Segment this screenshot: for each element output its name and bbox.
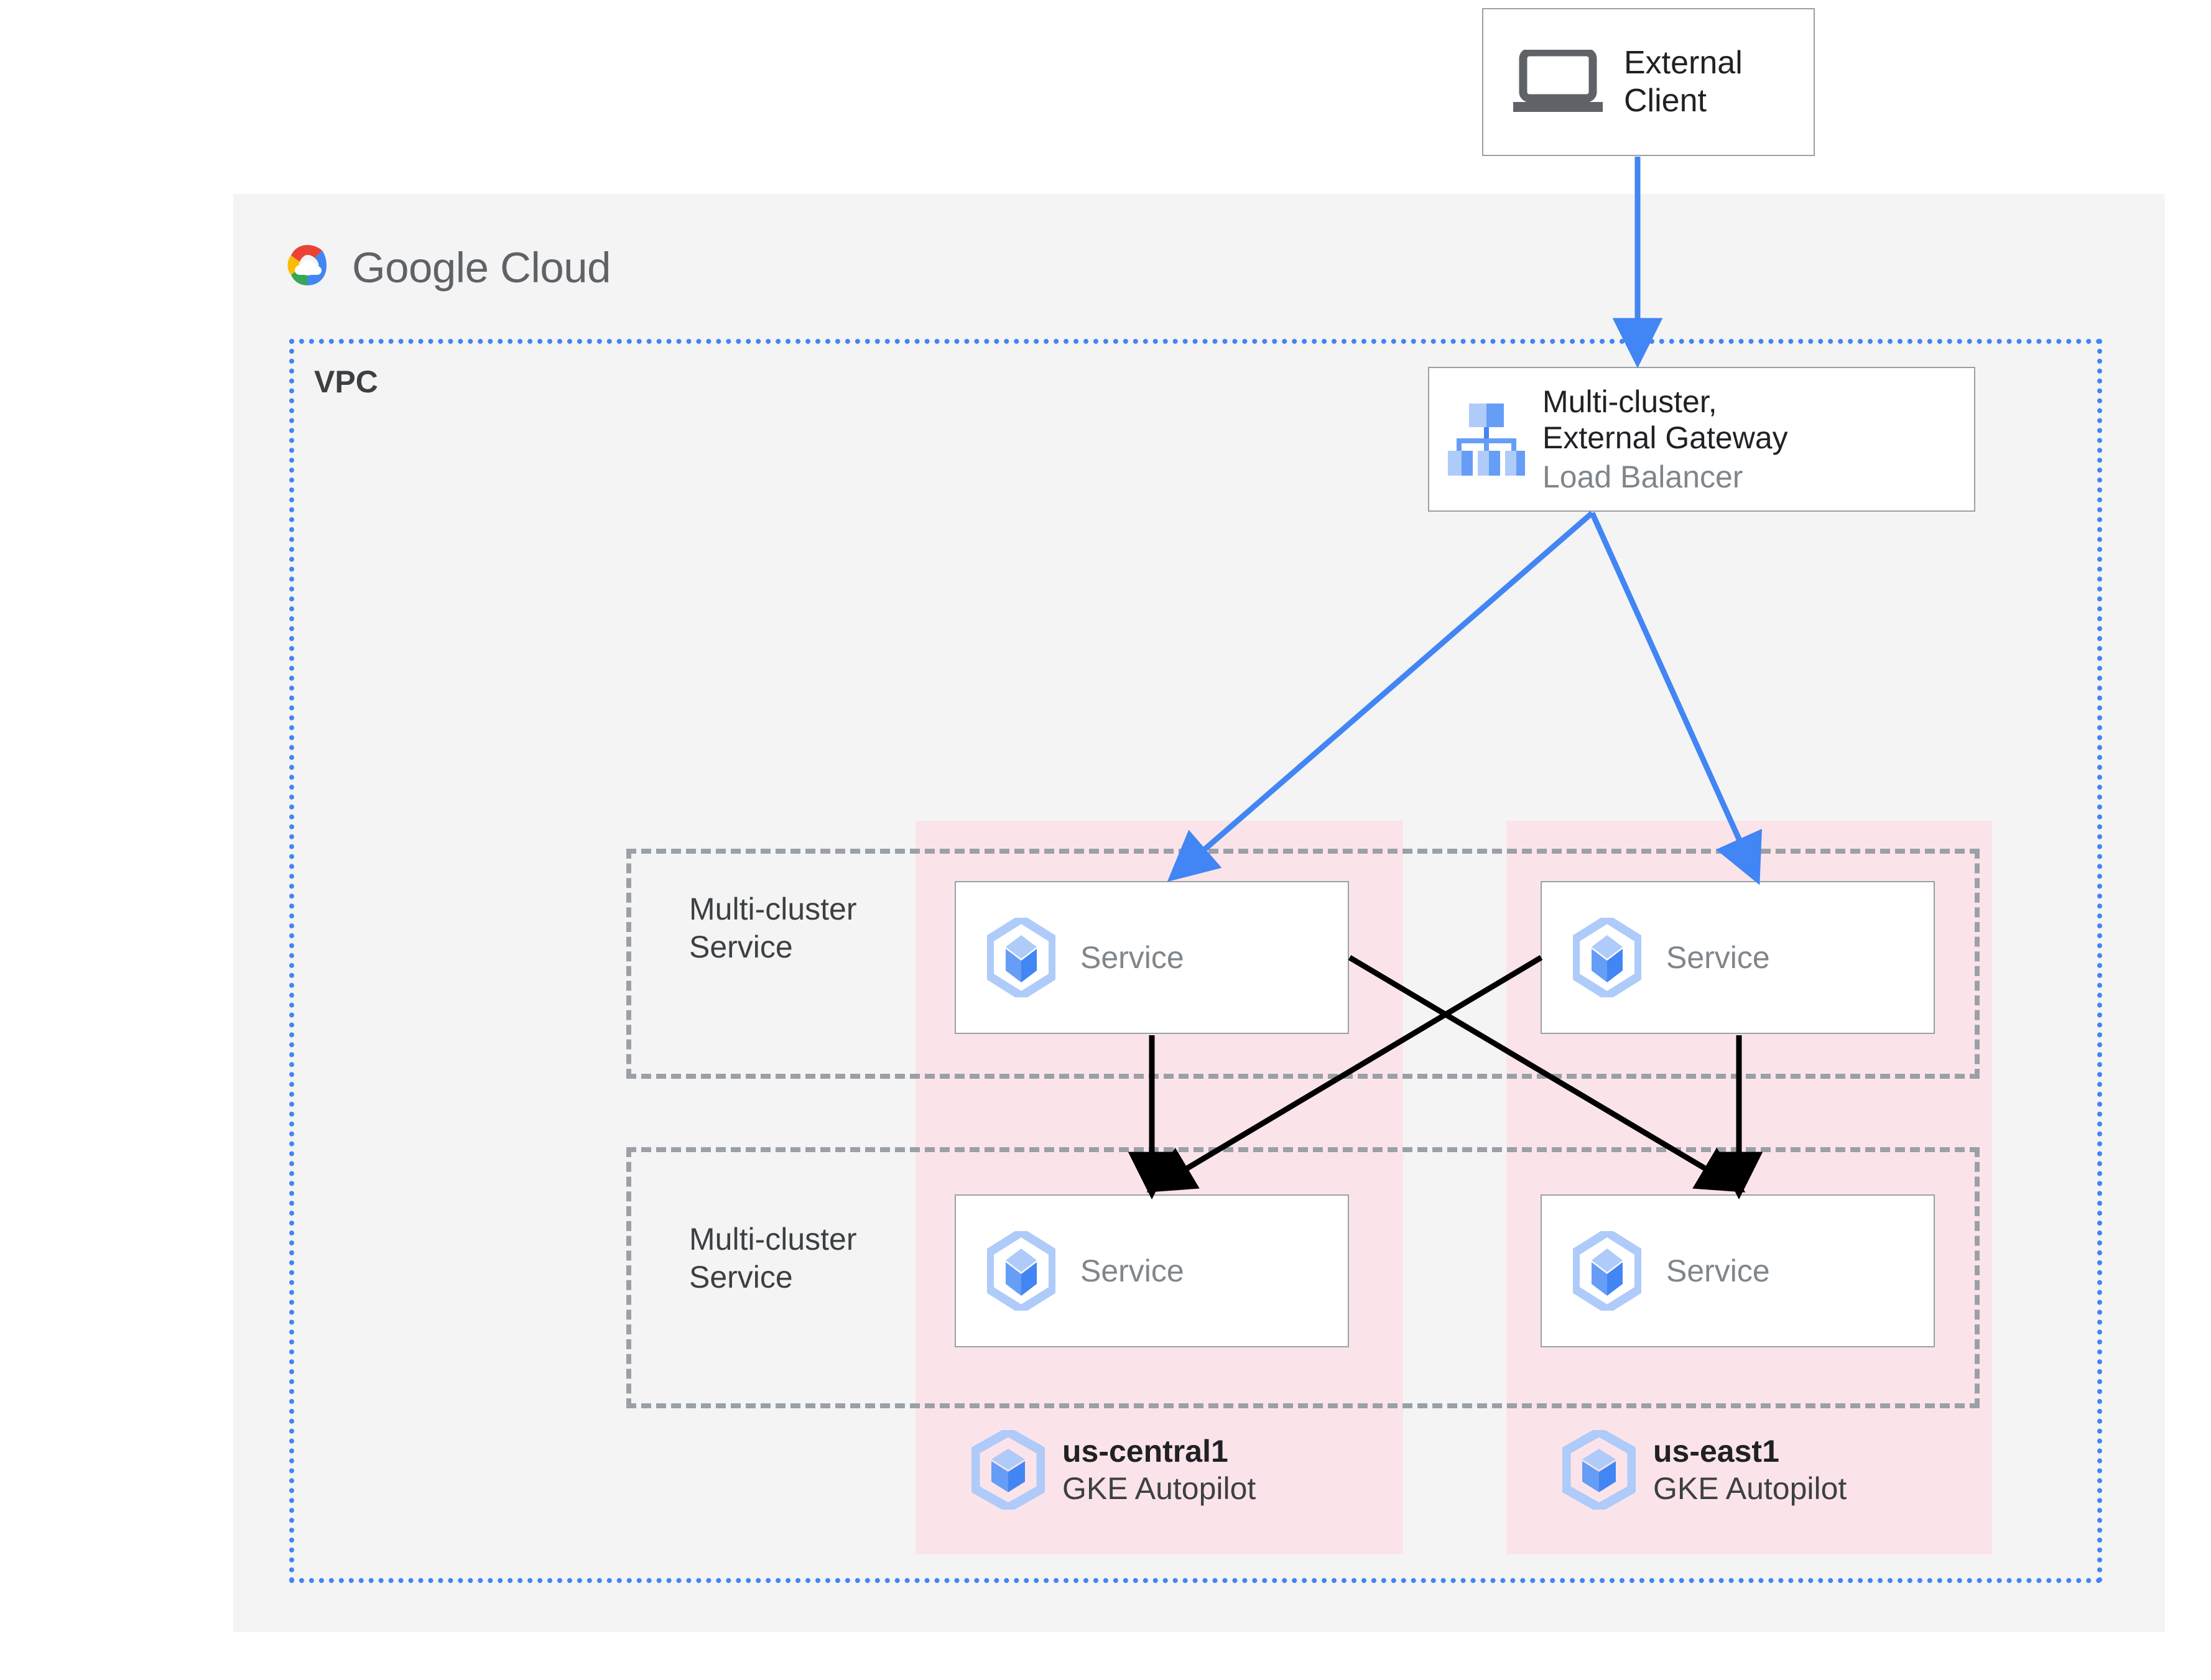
cluster-footer-us-east1: us-east1 GKE Autopilot (1561, 1427, 1847, 1513)
vpc-label: VPC (314, 364, 378, 399)
external-client-label: External Client (1624, 44, 1743, 119)
cluster-kind: GKE Autopilot (1653, 1471, 1847, 1506)
service-label: Service (1080, 940, 1184, 975)
external-client-node[interactable]: External Client (1482, 8, 1815, 156)
service-node-bottom-right[interactable]: Service (1541, 1194, 1935, 1347)
gke-service-icon (985, 915, 1057, 1000)
laptop-icon (1511, 48, 1605, 114)
gke-cluster-icon (970, 1427, 1046, 1513)
service-node-bottom-left[interactable]: Service (955, 1194, 1349, 1347)
service-node-top-left[interactable]: Service (955, 881, 1349, 1034)
cluster-footer-text: us-east1 GKE Autopilot (1653, 1433, 1847, 1507)
gke-cluster-icon (1561, 1427, 1637, 1513)
service-label: Service (1666, 1253, 1770, 1288)
external-client-content: External Client (1483, 9, 1814, 155)
service-content: Service (1542, 882, 1934, 1033)
gke-service-icon (985, 1228, 1057, 1314)
cluster-footer-us-central1: us-central1 GKE Autopilot (970, 1427, 1256, 1513)
load-balancer-icon (1445, 402, 1527, 477)
cloud-wordmark: Cloud (500, 243, 611, 292)
load-balancer-subtitle: Load Balancer (1542, 459, 1743, 494)
cluster-name: us-central1 (1062, 1434, 1228, 1469)
service-label: Service (1666, 940, 1770, 975)
google-cloud-logo-icon (279, 239, 336, 296)
cluster-kind: GKE Autopilot (1062, 1471, 1256, 1506)
multi-cluster-service-label-top: Multi-cluster Service (689, 892, 857, 964)
gke-service-icon (1571, 915, 1643, 1000)
service-node-top-right[interactable]: Service (1541, 881, 1935, 1034)
vpc-boundary (289, 339, 2102, 1583)
service-content: Service (956, 882, 1348, 1033)
multi-cluster-service-label-bottom: Multi-cluster Service (689, 1222, 857, 1295)
service-content: Service (1542, 1196, 1934, 1346)
google-cloud-logo-text: Google Cloud (352, 243, 611, 292)
gke-service-icon (1571, 1228, 1643, 1314)
load-balancer-text: Multi-cluster, External Gateway Load Bal… (1542, 384, 1788, 496)
cluster-name: us-east1 (1653, 1434, 1779, 1469)
load-balancer-node[interactable]: Multi-cluster, External Gateway Load Bal… (1428, 367, 1975, 512)
service-label: Service (1080, 1253, 1184, 1288)
service-content: Service (956, 1196, 1348, 1346)
google-cloud-logo: Google Cloud (279, 233, 702, 302)
load-balancer-content: Multi-cluster, External Gateway Load Bal… (1429, 368, 1974, 510)
load-balancer-title: Multi-cluster, External Gateway (1542, 384, 1788, 456)
google-wordmark: Google (352, 243, 489, 292)
cluster-footer-text: us-central1 GKE Autopilot (1062, 1433, 1256, 1507)
